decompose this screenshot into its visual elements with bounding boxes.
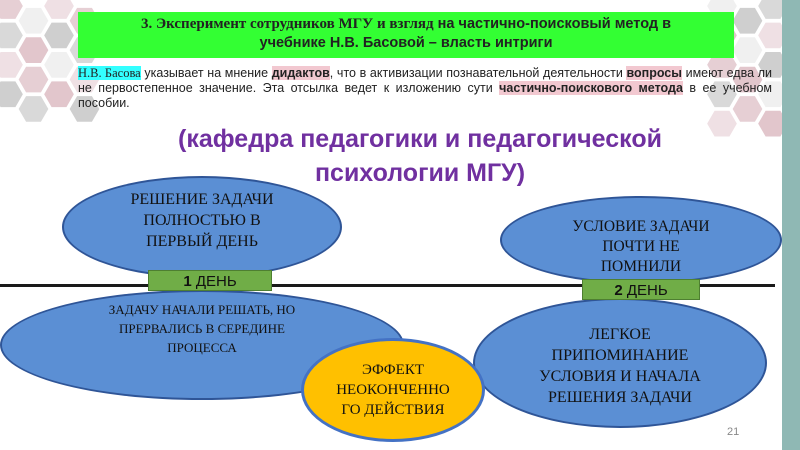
day-number: 1 — [183, 273, 192, 290]
ellipse-full-solution: РЕШЕНИЕ ЗАДАЧИ ПОЛНОСТЬЮ В ПЕРВЫЙ ДЕНЬ — [62, 176, 342, 278]
hexagon-shape — [41, 20, 77, 51]
paragraph-text-1: указывает на мнение — [140, 66, 272, 80]
ellipse-text: ПРИПОМИНАНИЕ — [551, 347, 689, 364]
ellipse-easy-recall: ЛЕГКОЕ ПРИПОМИНАНИЕ УСЛОВИЯ И НАЧАЛА РЕШ… — [473, 298, 767, 428]
ellipse-text: ПОМНИЛИ — [600, 258, 682, 275]
hexagon-shape — [16, 94, 51, 124]
highlight-questions: вопросы — [626, 66, 682, 80]
title-line2: учебнике Н.В. Басовой – власть интриги — [259, 35, 553, 51]
hexagon-shape — [704, 79, 740, 110]
hexagon-shape — [41, 50, 77, 80]
slide-title: 3. Эксперимент сотрудников МГУ и взгляд … — [78, 12, 734, 58]
ellipse-text: ПРОЦЕССА — [167, 339, 237, 355]
ellipse-text: РЕШЕНИЕ ЗАДАЧИ — [130, 190, 274, 208]
ellipse-text: ЗАДАЧУ НАЧАЛИ РЕШАТЬ, НО — [108, 301, 296, 317]
ellipse-text: УСЛОВИЯ И НАЧАЛА — [539, 368, 701, 385]
hexagon-shape — [16, 35, 51, 65]
timeline-line — [0, 284, 775, 287]
hexagon-shape — [16, 64, 51, 95]
ellipse-text: ЛЕГКОЕ — [589, 326, 651, 343]
hexagon-shape — [41, 79, 77, 110]
day-number: 2 — [614, 282, 623, 299]
title-line1-sans: на частично-поисковый метод в — [433, 16, 672, 32]
hexagon-shape — [67, 94, 102, 124]
hexagon-shape — [16, 5, 51, 36]
ellipse-text: ПЕРВЫЙ ДЕНЬ — [146, 232, 258, 250]
department-subtitle: (кафедра педагогики и педагогической пси… — [80, 122, 760, 190]
highlight-didactics: дидактов — [271, 66, 330, 80]
hexagon-shape — [755, 50, 791, 80]
highlight-method: частично-поискового метода — [499, 81, 683, 95]
ellipse-text: ПОЧТИ НЕ — [602, 238, 680, 255]
hexagon-shape — [0, 79, 26, 110]
hexagon-shape — [755, 108, 791, 139]
ellipse-forgot-condition: УСЛОВИЕ ЗАДАЧИ ПОЧТИ НЕ ПОМНИЛИ — [500, 196, 782, 284]
hexagon-shape — [755, 0, 791, 21]
hexagon-shape — [0, 0, 26, 21]
hexagon-shape — [730, 5, 765, 36]
ellipse-text: ЭФФЕКТ — [361, 362, 424, 378]
ellipse-text: ГО ДЕЙСТВИЯ — [341, 402, 445, 418]
hexagon-shape — [41, 0, 77, 21]
author-highlight: Н.В. Басова — [78, 66, 141, 80]
paragraph-text-4: в ее учебном пособии. — [78, 81, 772, 110]
hexagon-shape — [704, 108, 740, 139]
hexagon-shape — [730, 64, 765, 95]
intro-paragraph: Н.В. Басова указывает на мнение дидактов… — [78, 66, 772, 111]
hexagon-shape — [755, 79, 791, 110]
ellipse-text: ПОЛНОСТЬЮ В — [143, 211, 261, 229]
title-line1-serif: 3. Эксперимент сотрудников МГУ и взгляд — [140, 16, 434, 32]
ellipse-unfinished-action-effect: ЭФФЕКТ НЕОКОНЧЕННО ГО ДЕЙСТВИЯ — [301, 338, 485, 442]
ellipse-text: РЕШЕНИЯ ЗАДАЧИ — [548, 389, 692, 406]
right-decorative-strip — [782, 0, 800, 450]
ellipse-text: УСЛОВИЕ ЗАДАЧИ — [572, 218, 710, 235]
hexagon-shape — [730, 94, 765, 124]
subtitle-line2: психологии МГУ) — [314, 159, 526, 187]
day-2-label: 2 ДЕНЬ — [582, 279, 700, 300]
day-1-label: 1 ДЕНЬ — [148, 270, 272, 291]
hexagon-shape — [730, 35, 765, 65]
hexagon-shape — [755, 20, 791, 51]
hexagon-shape — [0, 50, 26, 80]
hexagon-shape — [0, 20, 26, 51]
day-word: ДЕНЬ — [191, 273, 237, 290]
paragraph-text-2: , что в активизации познавательной деяте… — [329, 66, 627, 80]
ellipse-text: НЕОКОНЧЕННО — [336, 382, 450, 398]
ellipse-text: ПРЕРВАЛИСЬ В СЕРЕДИНЕ — [119, 320, 285, 336]
paragraph-text-3: имеют едва ли не первостепенное значение… — [78, 66, 772, 95]
day-word: ДЕНЬ — [622, 282, 668, 299]
subtitle-line1: (кафедра педагогики и педагогической — [178, 125, 662, 153]
slide-number: 21 — [727, 426, 740, 438]
